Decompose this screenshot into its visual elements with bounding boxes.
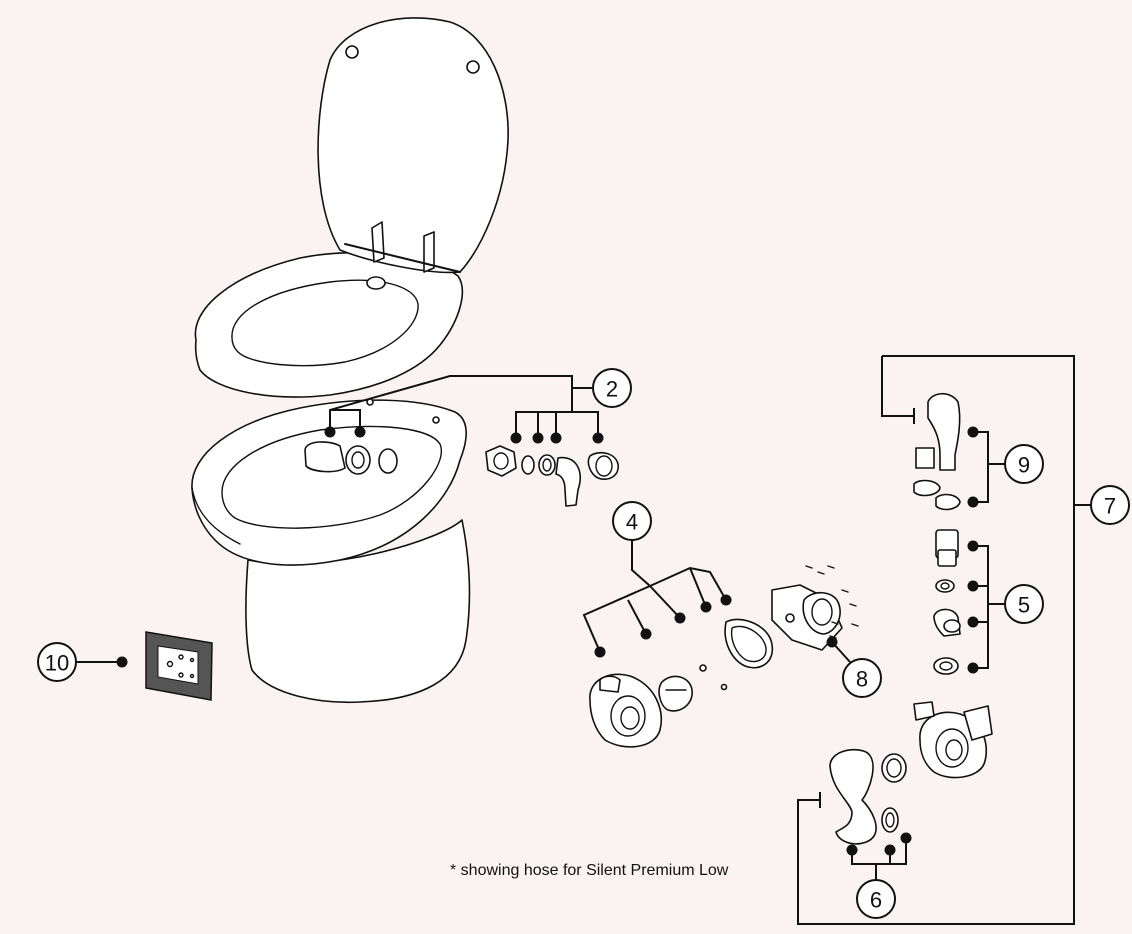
control-panel (145, 631, 213, 701)
callout-6-label: 6 (870, 888, 882, 913)
control-panel-face (157, 645, 199, 685)
callout-2: 2 (592, 368, 632, 408)
toilet (191, 17, 509, 704)
callout-8-label: 8 (856, 667, 868, 692)
footnote: * showing hose for Silent Premium Low (450, 862, 729, 879)
callout-8: 8 (842, 658, 882, 698)
leader-dots (116, 426, 979, 856)
hose-set-9 (913, 392, 961, 511)
pump-group-4 (589, 618, 774, 748)
callout-9: 9 (1004, 444, 1044, 484)
callout-10-label: 10 (45, 651, 69, 676)
callout-4-label: 4 (626, 510, 638, 535)
motor-group-8 (771, 565, 859, 651)
callout-6: 6 (856, 879, 896, 919)
callout-7: 7 (1090, 485, 1130, 525)
callout-7-label: 7 (1104, 494, 1116, 519)
callout-4: 4 (612, 501, 652, 541)
callout-9-label: 9 (1018, 453, 1030, 478)
fitting-set-2 (485, 445, 619, 507)
pump-assembly (913, 701, 993, 779)
callout-5: 5 (1004, 584, 1044, 624)
fittings-group-5 (933, 529, 961, 675)
toilet-bowl (191, 399, 467, 566)
hose-set-6 (829, 748, 907, 845)
callout-2-label: 2 (606, 377, 618, 402)
callout-5-label: 5 (1018, 593, 1030, 618)
toilet-seat (194, 251, 464, 398)
callout-10: 10 (37, 642, 77, 682)
